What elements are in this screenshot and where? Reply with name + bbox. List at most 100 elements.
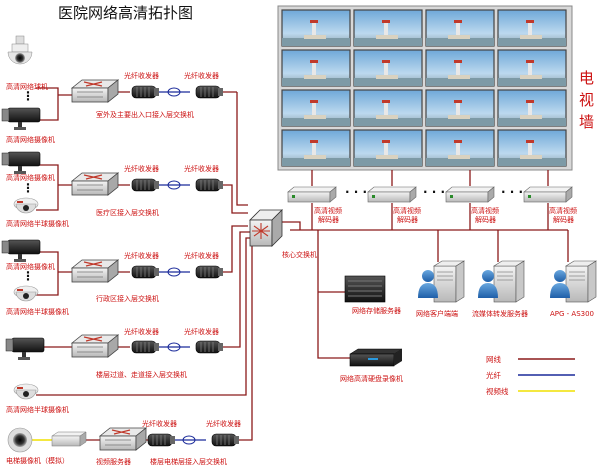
tv-screen [425,129,495,167]
fiber-coils [167,87,196,445]
fiber-transceiver-icon [195,85,224,99]
apg-server-icon [550,260,597,303]
tv-screen [281,129,351,167]
stream-server-label: 流媒体转发服务器 [472,309,528,318]
tv-screen [425,9,495,47]
fiber-label: 光纤收发器 [184,251,219,260]
decoder-label-line2: 解码器 [318,215,339,224]
bullet-camera-icon [1,151,41,175]
tv-wall-label-1: 电 [579,69,594,87]
decoder-label-line1: 高清视频 [393,206,421,215]
apg-label: APG - AS300 [550,310,594,318]
decoder-icon [367,186,417,203]
diagram-title: 医院网络高清拓扑图 [58,4,193,22]
video-server-icon [51,431,87,447]
dome-camera-icon [13,383,39,400]
core-switch-icon [249,209,283,247]
decoder-icon [287,186,337,203]
fiber-transceiver-icon [147,433,176,447]
elevator-camera-label: 电梯摄像机（模拟） [6,456,69,465]
ellipsis-1: ⋮ [22,89,34,103]
tv-screen [497,49,567,87]
fiber-cables [158,91,206,441]
legend: 网线 光纤 视频线 [486,354,575,396]
decoder-label-line2: 解码器 [475,215,496,224]
tv-screen [353,129,423,167]
tv-wall [277,5,573,171]
decoder-icon [445,186,495,203]
nvr-icon [349,348,403,367]
fiber-transceiver-icon [131,178,160,192]
camera-label-1: 高清网络摄像机 [6,135,55,144]
decoder-icon [523,186,573,203]
dome-camera-icon [13,285,39,302]
core-switch-label: 核心交换机 [282,250,317,259]
bullet-camera-icon [5,337,45,361]
storage-server-icon [344,275,386,303]
tv-screen [497,129,567,167]
tv-screen [281,89,351,127]
camera-label-3: 高清网络摄像机 [6,262,55,271]
tv-screen [353,9,423,47]
ellipsis-2: ⋮ [22,181,34,195]
video-server-label: 视频服务器 [96,457,131,466]
tv-wall-label-3: 墙 [579,113,594,131]
switch-label-3: 行政区接入层交换机 [96,294,159,303]
elevator-camera-icon [7,427,33,453]
ellipsis-3: ⋮ [22,269,34,283]
fiber-transceiver-icon [195,265,224,279]
ellipsis-decoder: · · · [423,185,445,199]
fiber-label: 光纤收发器 [206,419,241,428]
ellipsis-decoder: · · · [345,185,367,199]
fiber-transceiver-icon [195,178,224,192]
tv-screen [353,49,423,87]
switch-label-5: 楼层电梯层接入层交换机 [150,457,227,466]
nvr-label: 网络高清硬盘录像机 [340,374,403,383]
legend-label-fiber: 光纤 [486,370,501,380]
fiber-label: 光纤收发器 [184,71,219,80]
access-switch-icon [71,79,119,103]
fiber-label: 光纤收发器 [124,164,159,173]
tv-screen [281,49,351,87]
bullet-camera-icon [1,239,41,263]
tv-wall-label-2: 视 [579,91,594,109]
client-terminal-icon [418,260,465,303]
fiber-transceiver-icon [131,340,160,354]
tv-screen [281,9,351,47]
fiber-label: 光纤收发器 [184,327,219,336]
fiber-transceiver-icon [131,85,160,99]
fiber-label: 光纤收发器 [184,164,219,173]
legend-label-video: 视频线 [486,386,509,396]
tv-screen [425,89,495,127]
switch-label-1: 室外及主要出入口接入层交换机 [96,110,194,119]
access-switch-icon [71,259,119,283]
decoder-label-line1: 高清视频 [549,206,577,215]
fiber-label: 光纤收发器 [124,327,159,336]
decoder-label-line1: 高清视频 [314,206,342,215]
client-terminal-label: 网络客户端端 [416,309,458,318]
fiber-transceiver-icon [195,340,224,354]
network-cables [36,87,569,441]
dome-label-1: 高清网络半球摄像机 [6,219,69,228]
access-switch-icon [71,172,119,196]
fiber-label: 光纤收发器 [124,71,159,80]
fiber-transceiver-icon [211,433,240,447]
fiber-label: 光纤收发器 [142,419,177,428]
storage-server-label: 网络存储服务器 [352,306,401,315]
tv-screen [497,9,567,47]
switch-label-2: 医疗区接入层交换机 [96,208,159,217]
access-switch-icon [99,427,147,451]
dome-label-3: 高清网络半球摄像机 [6,405,69,414]
ptz-camera-icon [7,35,33,65]
dome-camera-icon [13,197,39,214]
switch-label-4: 楼层过道、走道接入层交换机 [96,370,187,379]
tv-screen [497,89,567,127]
fiber-transceiver-icon [131,265,160,279]
legend-label-network: 网线 [486,354,501,364]
decoder-label-line1: 高清视频 [471,206,499,215]
dome-label-2: 高清网络半球摄像机 [6,307,69,316]
tv-screen [425,49,495,87]
camera-label-2: 高清网络摄像机 [6,173,55,182]
bullet-camera-icon [1,107,41,131]
stream-server-icon [478,260,525,303]
